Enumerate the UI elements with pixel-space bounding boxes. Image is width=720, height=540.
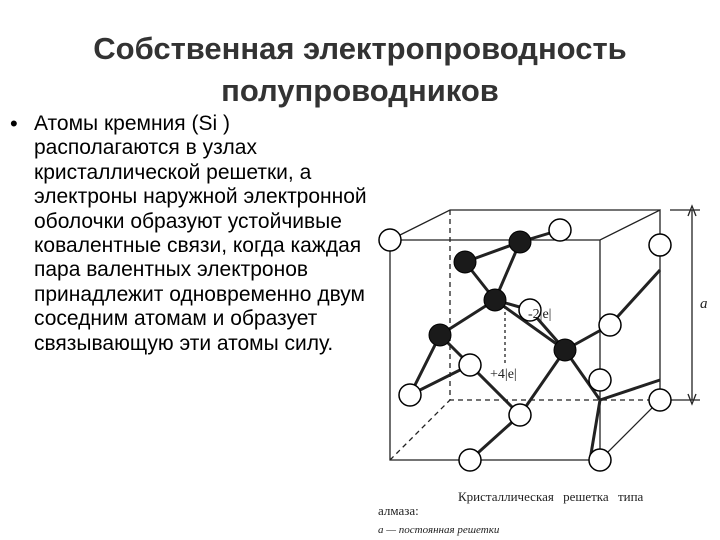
atom-light xyxy=(378,228,402,252)
atom-light xyxy=(458,353,482,377)
dimension-label: a xyxy=(700,296,708,312)
atom-light xyxy=(648,233,672,257)
atom-dark xyxy=(508,230,532,254)
figure-caption-line-1: Кристаллическая решетка типа xyxy=(458,489,644,504)
atom-light xyxy=(518,298,542,322)
atom-dark xyxy=(453,250,477,274)
bullet-text: Атомы кремния (Si ) располагаются в узла… xyxy=(34,112,367,355)
atom-dark xyxy=(483,288,507,312)
title-line-1: Собственная электропроводность xyxy=(93,31,627,66)
label-pos-charge: +4|e| xyxy=(490,367,517,382)
atom-light xyxy=(648,388,672,412)
atom-light xyxy=(458,448,482,472)
title-line-2: полупроводников xyxy=(221,73,499,108)
atom-light xyxy=(548,218,572,242)
figure-caption-line-3: a — постоянная решетки xyxy=(378,524,500,536)
atom-light xyxy=(398,383,422,407)
slide-title: Собственная электропроводность полупрово… xyxy=(0,28,720,112)
figure-caption-line-2: алмаза: xyxy=(378,503,419,518)
bullet-list: • Атомы кремния (Si ) располагаются в уз… xyxy=(10,112,370,356)
atom-light xyxy=(588,368,612,392)
atom-light xyxy=(508,403,532,427)
diamond-lattice-figure: -2|e| +4|e| a xyxy=(378,204,708,472)
atom-light xyxy=(598,313,622,337)
atom-dark xyxy=(553,338,577,362)
bullet-marker: • xyxy=(10,111,18,136)
label-neg-charge: -2|e| xyxy=(528,307,551,322)
atom-light xyxy=(588,448,612,472)
atom-dark xyxy=(428,323,452,347)
